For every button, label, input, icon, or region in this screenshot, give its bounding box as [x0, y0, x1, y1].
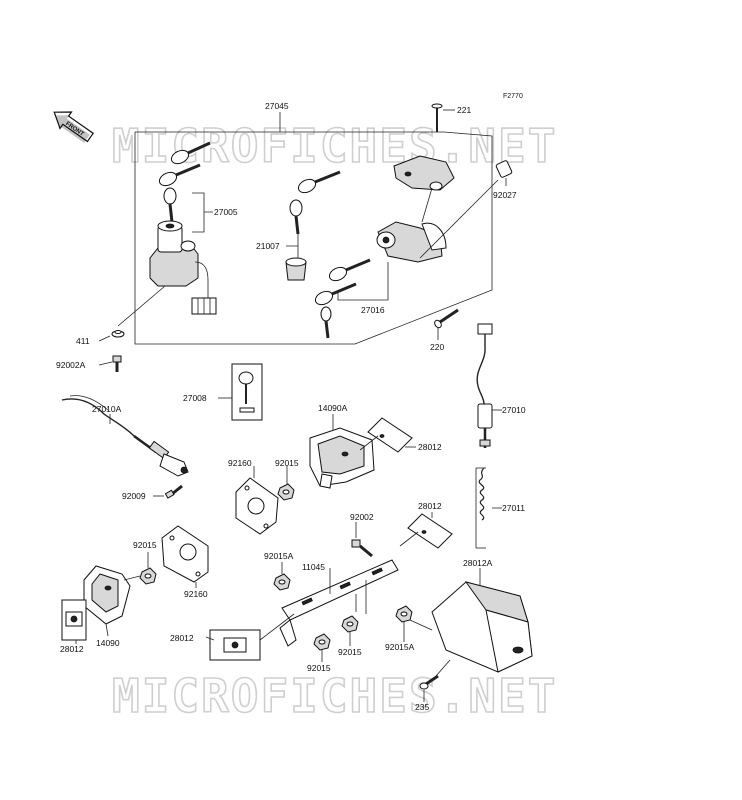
callout-28012A: 28012A	[463, 558, 493, 568]
callout-221: 221	[457, 105, 471, 115]
pad-28012-mid	[399, 513, 453, 549]
callout-92015A: 92015A	[264, 551, 294, 561]
lock-bracket	[393, 103, 455, 191]
bracket-14090A	[309, 427, 375, 489]
nut-92015-left	[139, 567, 157, 585]
spring-27011	[475, 467, 486, 549]
gasket-92160-top	[235, 477, 279, 535]
watermark-bottom: MICROFICHES.NET	[112, 669, 557, 723]
nut-92015A-left	[273, 573, 291, 591]
bolt-92002	[351, 539, 373, 558]
nut-92015-bot1	[313, 633, 331, 651]
gasket-92160-low	[161, 525, 209, 583]
callout-27008: 27008	[183, 393, 207, 403]
pad-28012-left	[61, 599, 87, 641]
callout-92160-low: 92160	[184, 589, 208, 599]
callout-92002A: 92002A	[56, 360, 86, 370]
watermark-top: MICROFICHES.NET	[112, 119, 557, 173]
ignition-switch	[149, 220, 217, 315]
pad-28012-top	[359, 417, 413, 453]
diagram-code: F2770	[503, 93, 523, 100]
callout-27016: 27016	[361, 305, 385, 315]
callout-28012-bottom: 28012	[170, 633, 194, 643]
callout-27010: 27010	[502, 405, 526, 415]
nut-92015-top	[277, 483, 295, 501]
screw-235	[419, 674, 439, 690]
callout-14090A: 14090A	[318, 403, 348, 413]
key-set-27016	[314, 258, 371, 339]
callout-28012-mid: 28012	[418, 501, 442, 511]
callout-92015A-right: 92015A	[385, 642, 415, 652]
front-arrow-icon: FRONT	[53, 111, 95, 143]
callout-92027: 92027	[493, 190, 517, 200]
cap-92027	[495, 160, 513, 178]
pad-28012-bottom	[209, 629, 261, 661]
callout-27010A: 27010A	[92, 404, 122, 414]
callout-28012-top: 28012	[418, 442, 442, 452]
callout-11045: 11045	[302, 562, 325, 572]
bracket-14090	[83, 565, 131, 625]
callout-92002: 92002	[350, 512, 374, 522]
callout-27045: 27045	[265, 101, 289, 111]
switch-27010	[476, 323, 493, 448]
taillight-28012A	[431, 581, 533, 673]
callout-28012-left: 28012	[60, 644, 84, 654]
callout-14090: 14090	[96, 638, 120, 648]
screw-220	[434, 308, 459, 329]
callout-27011: 27011	[502, 503, 525, 513]
cable-27010A	[61, 395, 189, 477]
key-set-21007	[285, 170, 341, 281]
callout-220: 220	[430, 342, 444, 352]
key-set-27005	[158, 141, 211, 223]
callout-27005: 27005	[214, 207, 238, 217]
callout-411: 411	[76, 336, 90, 346]
washer-411	[111, 330, 125, 338]
callout-235: 235	[415, 702, 429, 712]
kit-box-outline	[134, 131, 493, 345]
callout-92015-bot2: 92015	[338, 647, 362, 657]
callout-92015-bot1: 92015	[307, 663, 331, 673]
screw-92009	[164, 484, 183, 499]
callout-92015-left: 92015	[133, 540, 157, 550]
callout-21007: 21007	[256, 241, 280, 251]
callout-92015-top: 92015	[275, 458, 299, 468]
bracket-11045	[279, 559, 399, 647]
callout-92160-top: 92160	[228, 458, 252, 468]
nut-92015A-right	[395, 605, 413, 623]
callout-92009: 92009	[122, 491, 146, 501]
key-tag-27008	[231, 363, 263, 421]
nut-92015-bot2	[341, 615, 359, 633]
bolt-92002A	[112, 355, 122, 372]
